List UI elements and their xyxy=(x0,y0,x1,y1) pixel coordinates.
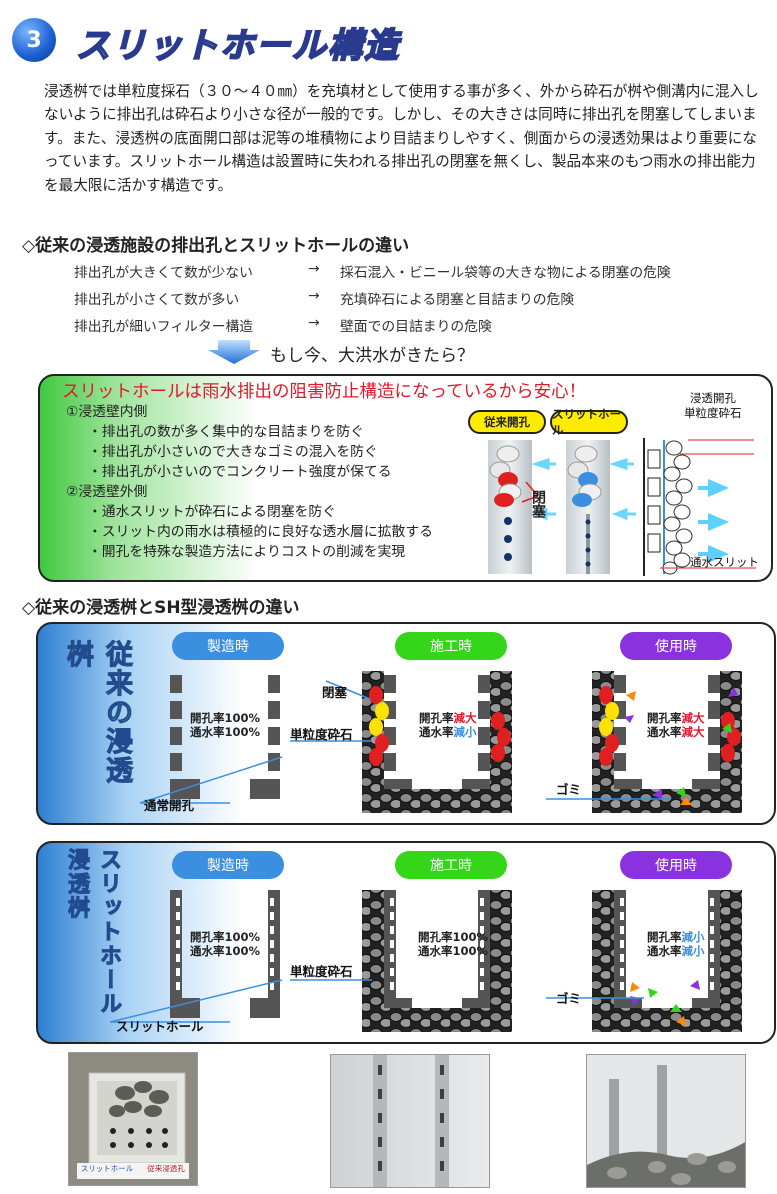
intro-paragraph: 浸透桝では単粒度採石（３０～４０㎜）を充填材として使用する事が多く、外から砕石が… xyxy=(44,83,759,194)
tag-construction: 施工時 xyxy=(395,851,507,879)
arrow: → xyxy=(308,288,320,304)
list-item: ・排出孔が小さいので大きなゴミの混入を防ぐ xyxy=(88,444,378,460)
comparison-result: 採石混入・ビニール袋等の大きな物による閉塞の危険 xyxy=(340,265,671,281)
slit-hole-pill: スリットホール xyxy=(550,407,628,437)
stone-label: 単粒度砕石 xyxy=(290,964,353,979)
list-item: ・開孔を特殊な製造方法によりコストの削減を実現 xyxy=(88,544,406,560)
normal-hole-label: 通常開孔 xyxy=(144,798,195,813)
photo-basin-with-stones xyxy=(68,1052,198,1186)
flow-rate: 通水率 xyxy=(647,944,682,958)
hole-label: 浸透開孔 xyxy=(690,391,736,405)
flow-rate: 通水率100% xyxy=(190,725,261,739)
open-rate: 開孔率100% xyxy=(190,930,261,944)
section-number-badge: 3 xyxy=(12,18,56,62)
photo-label-slit: スリットホール xyxy=(80,1164,134,1173)
blocked-label: 閉塞 xyxy=(530,490,546,518)
comparison-condition: 排出孔が小さくて数が多い xyxy=(74,292,240,308)
stage1-rates: 開孔率100% 通水率100% xyxy=(190,930,260,958)
tag-in-use: 使用時 xyxy=(620,851,732,879)
list-item: ・排出孔が小さいのでコンクリート強度が保てる xyxy=(88,464,392,480)
stage3-rates: 開孔率減小 通水率減小 xyxy=(647,930,705,958)
hole-comparison-diagram xyxy=(488,438,756,576)
flow-rate-change: 減小 xyxy=(453,725,477,739)
flow-rate: 通水率100% xyxy=(190,944,261,958)
comparison-result: 充填砕石による閉塞と目詰まりの危険 xyxy=(340,292,575,308)
open-rate: 開孔率 xyxy=(647,711,682,725)
open-rate-change: 減大 xyxy=(453,711,477,725)
flood-question: もし今、大洪水がきたら？ xyxy=(270,346,474,366)
list-item: ・スリット内の雨水は積極的に良好な透水層に拡散する xyxy=(88,524,433,540)
list-heading: ①浸透壁内側 xyxy=(66,404,148,420)
list-item: ・排出孔の数が多く集中的な目詰まりを防ぐ xyxy=(88,424,364,440)
section-header: 3 スリットホール構造 xyxy=(12,16,512,67)
comparison-condition: 排出孔が大きくて数が少ない xyxy=(74,265,253,281)
conventional-hole-pill: 従来開孔 xyxy=(468,410,546,434)
callout-title: スリットホールは雨水排出の阻害防止構造になっているから安心！ xyxy=(62,382,587,402)
flow-rate: 通水率 xyxy=(419,725,454,739)
garbage-label: ゴミ xyxy=(556,991,582,1006)
arrow: → xyxy=(308,315,320,331)
list-heading: ②浸透壁外側 xyxy=(66,484,148,500)
comparison-row: 排出孔が大きくて数が少ない → 採石混入・ビニール袋等の大きな物による閉塞の危険 xyxy=(74,261,764,281)
conventional-basin-diagram xyxy=(140,671,742,813)
open-rate: 開孔率 xyxy=(647,930,682,944)
tag-manufacture: 製造時 xyxy=(172,851,284,879)
tag-manufacture: 製造時 xyxy=(172,632,284,660)
open-rate-change: 減小 xyxy=(681,930,705,944)
open-rate-change: 減大 xyxy=(681,711,705,725)
inner-side-list: ①浸透壁内側 ・排出孔の数が多く集中的な目詰まりを防ぐ ・排出孔が小さいので大き… xyxy=(66,402,486,562)
stage2-rates: 開孔率100% 通水率100% xyxy=(418,930,488,958)
flow-rate: 通水率100% xyxy=(418,944,489,958)
photo-label-conventional: 従来浸透孔 xyxy=(147,1164,185,1173)
open-rate: 開孔率100% xyxy=(418,930,489,944)
comparison-heading-2: ◇従来の浸透桝とSH型浸透桝の違い xyxy=(22,598,300,618)
photo-slit-wall-closeup xyxy=(330,1054,490,1188)
flow-rate-change: 減大 xyxy=(681,725,705,739)
down-arrow-icon xyxy=(208,340,260,364)
slit-basin-diagram xyxy=(110,890,742,1032)
comparison-row: 排出孔が小さくて数が多い → 充填砕石による閉塞と目詰まりの危険 xyxy=(74,288,764,308)
stone-label: 単粒度砕石 xyxy=(684,406,742,420)
blocked-label: 閉塞 xyxy=(322,685,348,700)
flow-rate-change: 減小 xyxy=(681,944,705,958)
comparison-row: 排出孔が細いフィルター構造 → 壁面での目詰まりの危険 xyxy=(74,315,764,335)
conventional-panel-title: 従来の浸透桝 xyxy=(62,640,133,786)
slit-hole-label: スリットホール xyxy=(116,1019,204,1034)
slit-panel-title: スリットホール浸透桝 xyxy=(64,848,122,1017)
list-item: ・通水スリットが砕石による閉塞を防ぐ xyxy=(88,504,336,520)
photo-slit-with-gravel xyxy=(586,1054,746,1188)
tag-construction: 施工時 xyxy=(395,632,507,660)
comparison-result: 壁面での目詰まりの危険 xyxy=(340,319,492,335)
open-rate: 開孔率100% xyxy=(190,711,261,725)
stage1-rates: 開孔率100% 通水率100% xyxy=(190,711,260,739)
comparison-condition: 排出孔が細いフィルター構造 xyxy=(74,319,254,335)
tag-in-use: 使用時 xyxy=(620,632,732,660)
flow-rate: 通水率 xyxy=(647,725,682,739)
stage2-rates: 開孔率減大 通水率減小 xyxy=(419,711,477,739)
slit-label: 通水スリット xyxy=(690,555,759,569)
stage3-rates: 開孔率減大 通水率減大 xyxy=(647,711,705,739)
comparison-heading: ◇従来の浸透施設の排出孔とスリットホールの違い xyxy=(22,236,410,256)
arrow: → xyxy=(308,261,320,277)
stone-label: 単粒度砕石 xyxy=(290,727,353,742)
section-title: スリットホール構造 xyxy=(75,25,400,67)
open-rate: 開孔率 xyxy=(419,711,454,725)
garbage-label: ゴミ xyxy=(556,782,582,797)
